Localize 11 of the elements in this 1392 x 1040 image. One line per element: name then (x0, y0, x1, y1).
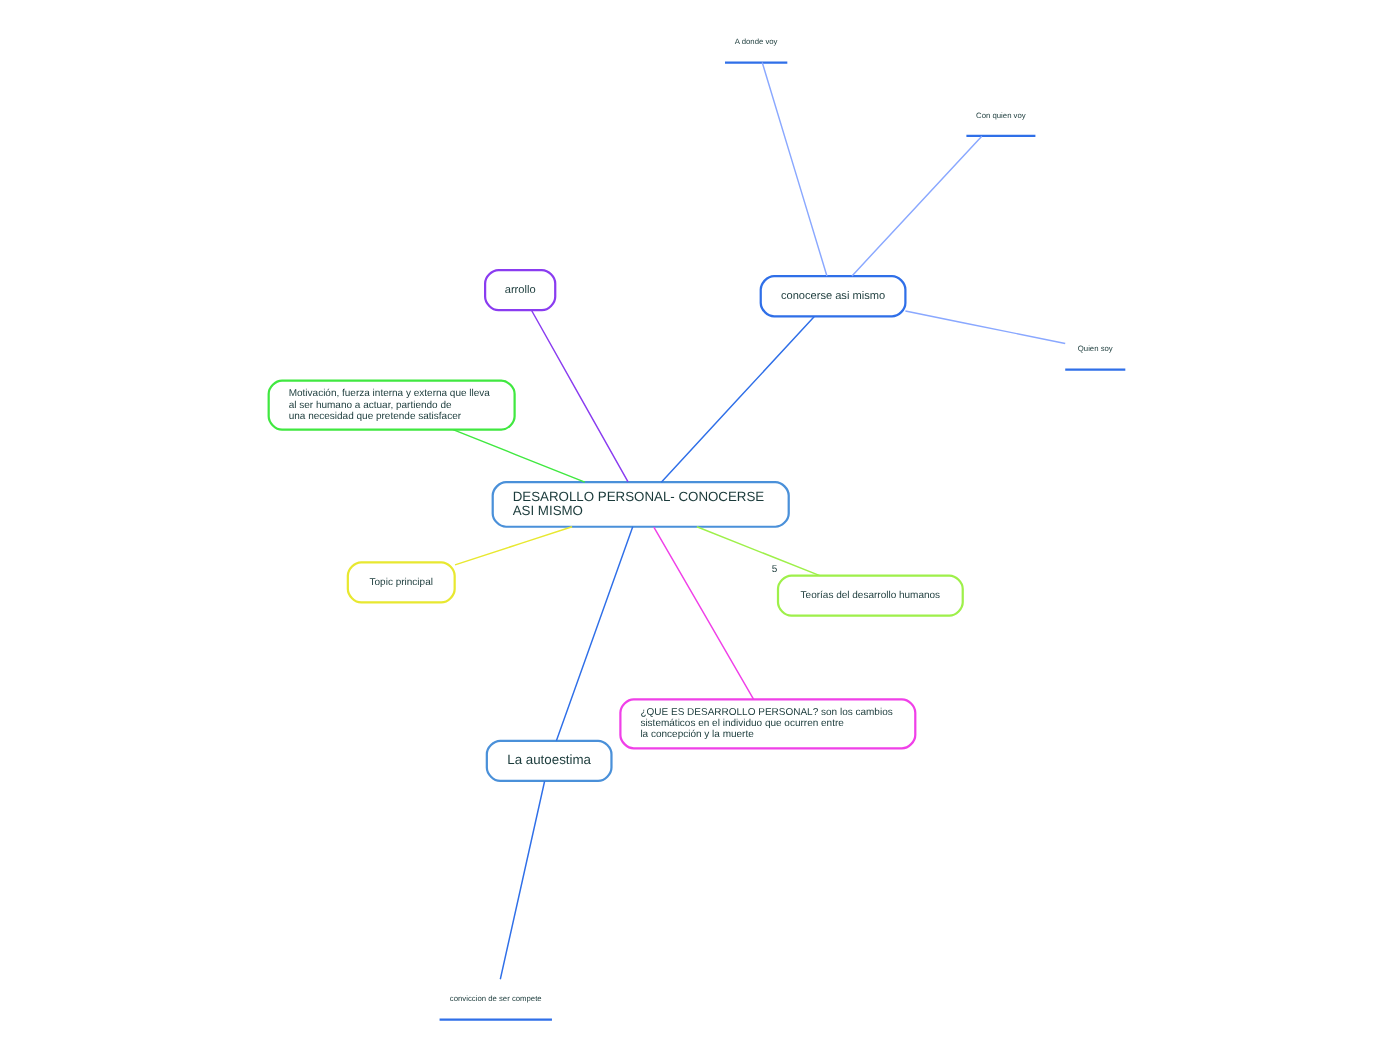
connector (554, 525, 633, 741)
connector (453, 525, 572, 565)
connector (529, 308, 628, 482)
connector (903, 309, 1065, 344)
connector (659, 314, 815, 482)
connector (760, 60, 827, 276)
connector (451, 427, 585, 482)
connector (652, 525, 754, 699)
connector (498, 779, 545, 979)
connector (850, 134, 982, 276)
connector (695, 525, 820, 576)
